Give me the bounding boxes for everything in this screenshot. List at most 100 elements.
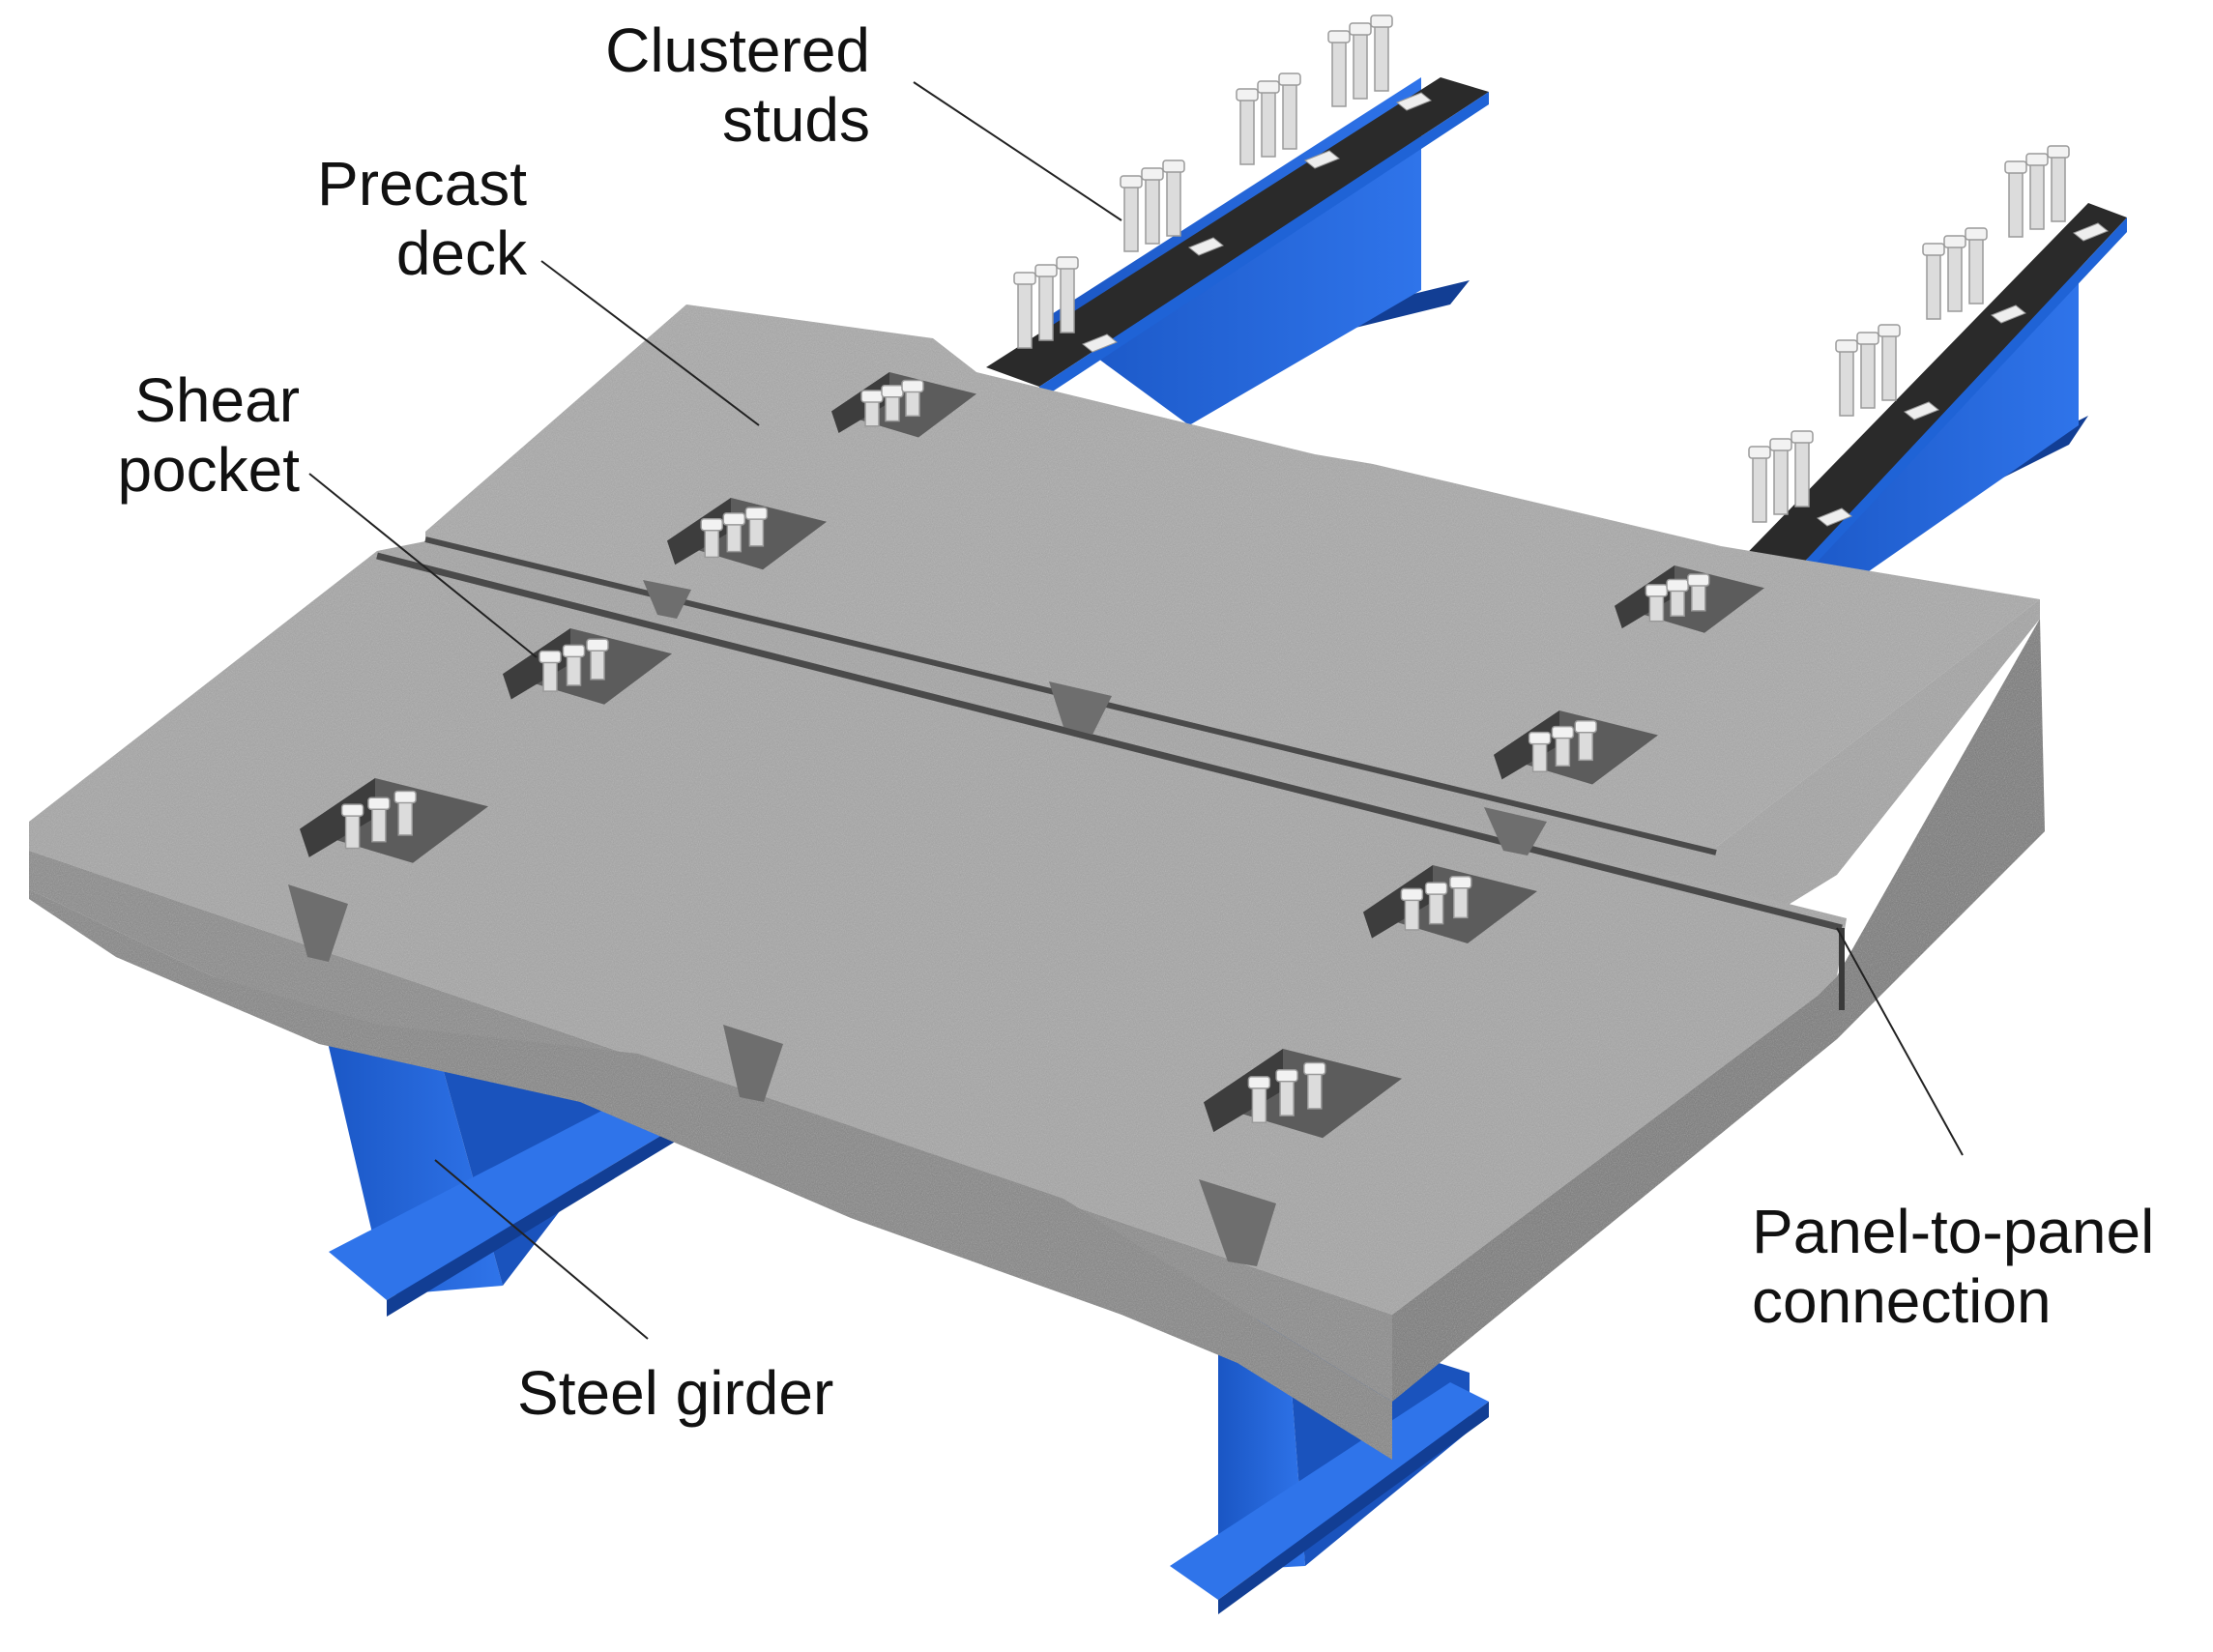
pocket-wall (503, 628, 570, 700)
stud-cluster-2 (1236, 72, 1340, 169)
leader-lines (308, 81, 1964, 1340)
stud-base-plate (2073, 222, 2109, 242)
stud-b-head (1034, 264, 1058, 277)
girder-left-bottom-flange (329, 1102, 677, 1300)
deck-middle-panel-top (377, 541, 2040, 952)
pocket-stud-2-shank (1428, 889, 1444, 925)
pocket-wall (831, 372, 889, 433)
stud-a-head (1120, 175, 1143, 188)
pocket-wall (1204, 1049, 1283, 1133)
stud-b-shank (1145, 175, 1160, 245)
pocket-stud-3-head (1574, 719, 1597, 734)
pocket-wall (1494, 710, 1559, 780)
shear-pocket-7 (1363, 865, 1537, 943)
stud-a-shank (2008, 168, 2024, 238)
notch-2 (723, 1025, 783, 1102)
stud-a-shank (1752, 453, 1767, 523)
stud-cluster-7 (1835, 324, 1939, 420)
shear-pocket-5 (1615, 565, 1764, 633)
stud-a-head (1835, 339, 1858, 353)
stud-base-plate (1304, 150, 1340, 169)
pocket-stud-3-shank (748, 514, 765, 547)
stud-base-plate (1817, 507, 1852, 527)
pocket-stud-3-shank (1307, 1069, 1323, 1110)
notch-3 (1199, 1179, 1276, 1266)
pocket-stud-3-head (744, 507, 769, 520)
shear-pockets (300, 372, 1764, 1139)
stud-b-shank (1261, 88, 1276, 158)
pocket-stud-1-head (1645, 584, 1669, 597)
label-steel-girder: Steel girder (517, 1358, 833, 1428)
clustered-studs (1013, 14, 2109, 527)
pocket-stud-2-head (1424, 882, 1448, 895)
stud-base-plate (1991, 304, 2026, 324)
pocket-stud-2-head (1666, 578, 1689, 593)
label-shear-pocket-line1: Shear (134, 365, 300, 435)
deck-front-face-lower (29, 889, 1392, 1460)
stud-b-head (1943, 235, 1966, 248)
pocket-stud-3-shank (1578, 727, 1593, 762)
stud-cluster-4 (1013, 256, 1118, 353)
girder-back-top-flange-edge (1039, 92, 1489, 400)
stud-a-head (1748, 446, 1771, 459)
stud-a-shank (1839, 347, 1854, 417)
pocket-stud-2-head (562, 644, 586, 658)
stud-a-head (1922, 243, 1945, 256)
pocket-wall (1615, 565, 1674, 629)
stud-c-shank (1374, 22, 1389, 92)
steel-girder-back (986, 77, 1489, 425)
label-clustered-studs-line1: Clustered (605, 15, 870, 85)
girder-right-top-flange-edge (1769, 217, 2127, 613)
precast-deck (29, 304, 2045, 1460)
pocket-stud-3-shank (1453, 884, 1469, 919)
deck-front-panel-top (29, 551, 1847, 1315)
stud-base-plate (1396, 92, 1432, 111)
pocket-stud-1-head (1400, 887, 1424, 902)
haunch-notches (288, 580, 1547, 1266)
pocket-stud-2-head (722, 512, 746, 526)
stud-c-shank (1060, 264, 1075, 333)
notch-joint-2 (1049, 681, 1112, 735)
girder-right-front-bottom-flange-edge (1218, 1402, 1489, 1614)
joint-front (376, 552, 1843, 932)
stud-c-head (1791, 430, 1814, 444)
stud-b-shank (2029, 160, 2045, 230)
notch-joint-1 (643, 580, 691, 619)
stud-b-shank (1773, 446, 1789, 515)
shear-pocket-2 (667, 498, 827, 570)
pocket-stud-1-shank (1251, 1084, 1267, 1124)
stud-cluster-6 (1922, 227, 2026, 324)
leader-clustered-studs (913, 81, 1122, 221)
label-clustered-studs-line2: studs (722, 85, 870, 155)
pocket-wall (667, 498, 731, 565)
stud-cluster-1 (1327, 14, 1432, 111)
pocket-stud-2-head (881, 385, 904, 398)
stud-b-head (1141, 167, 1164, 181)
stud-c-head (1056, 256, 1079, 270)
label-precast-deck: Precast deck (271, 149, 527, 288)
stud-c-head (1370, 14, 1393, 28)
pocket-wall (300, 778, 375, 857)
stud-b-shank (1947, 243, 1963, 312)
pocket-stud-3-head (1449, 876, 1472, 889)
stud-a-shank (1123, 183, 1139, 252)
girder-back-top-flange (986, 77, 1489, 387)
pocket-stud-2-head (1551, 725, 1575, 739)
pocket-stud-3-head (586, 638, 609, 652)
stud-c-head (1162, 159, 1185, 173)
stud-a-head (2004, 160, 2027, 174)
pocket-stud-2-shank (1279, 1076, 1295, 1116)
stud-cluster-5 (2004, 145, 2109, 242)
pocket-stud-1-head (1247, 1076, 1271, 1089)
stud-b-shank (1860, 339, 1876, 409)
pocket-stud-3-head (901, 379, 924, 393)
label-panel-connection-line2: connection (1752, 1266, 2052, 1336)
pocket-stud-2-shank (371, 804, 387, 843)
pocket-stud-2-shank (566, 652, 582, 686)
stud-base-plate (1904, 401, 1939, 420)
stud-base-plate (1082, 333, 1118, 353)
pocket-stud-2-shank (726, 520, 743, 553)
pocket-stud-3-head (1303, 1061, 1326, 1076)
stud-b-shank (1353, 30, 1368, 100)
